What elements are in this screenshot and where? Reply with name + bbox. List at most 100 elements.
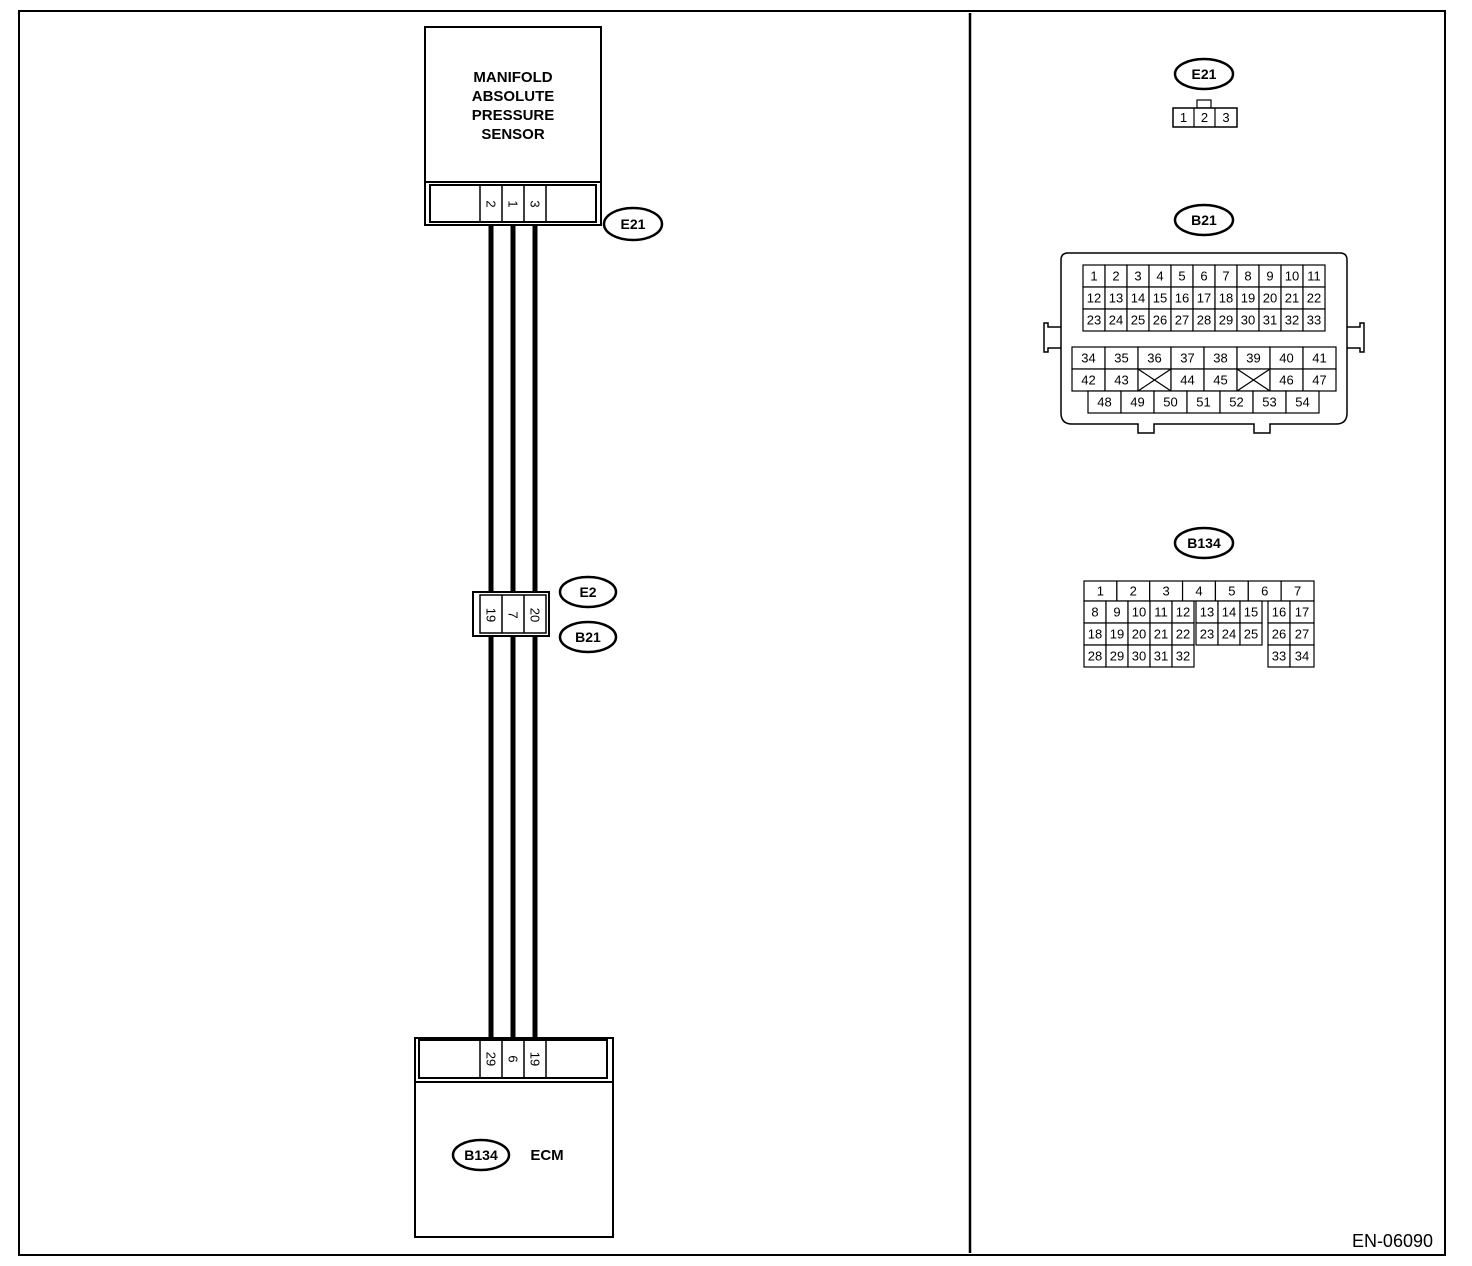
b134-pin-4: 4 xyxy=(1195,584,1202,599)
b134-pin-8: 8 xyxy=(1091,605,1098,620)
e21-view-pin-1: 1 xyxy=(1180,110,1187,125)
b21-pin-19: 19 xyxy=(1241,291,1255,306)
b21-pin-53: 53 xyxy=(1262,395,1276,410)
figure-id: EN-06090 xyxy=(1352,1231,1433,1251)
b134-tag-label: B134 xyxy=(464,1147,498,1163)
b21-pin-23: 23 xyxy=(1087,313,1101,328)
b21-pin-13: 13 xyxy=(1109,291,1123,306)
b134-pin-24: 24 xyxy=(1222,627,1236,642)
b134-pin-16: 16 xyxy=(1272,605,1286,620)
b134-pin-9: 9 xyxy=(1113,605,1120,620)
e21-view-pin-3: 3 xyxy=(1222,110,1229,125)
b21-pin-54-cell xyxy=(1285,390,1320,414)
sensor-pin-2: 2 xyxy=(484,200,499,207)
diagram-frame xyxy=(18,10,1446,1256)
e2-tag-label: E2 xyxy=(579,584,596,600)
b21-pin-27: 27 xyxy=(1175,313,1189,328)
b21-pin-25: 25 xyxy=(1131,313,1145,328)
sensor-pin-3: 3 xyxy=(528,200,543,207)
b21-pin-22: 22 xyxy=(1307,291,1321,306)
b21-pin-50: 50 xyxy=(1163,395,1177,410)
b21-pin-51: 51 xyxy=(1196,395,1210,410)
b21-pin-41: 41 xyxy=(1312,351,1326,366)
junction-pin-19: 19 xyxy=(484,608,499,622)
b134-pin-18: 18 xyxy=(1088,627,1102,642)
b21-pin-33: 33 xyxy=(1307,313,1321,328)
b21-pin-47: 47 xyxy=(1312,373,1326,388)
b134-pin-2: 2 xyxy=(1130,584,1137,599)
b21-pin-48: 48 xyxy=(1097,395,1111,410)
ecm-label: ECM xyxy=(530,1147,563,1164)
b21-pin-32: 32 xyxy=(1285,313,1299,328)
b21-pin-5: 5 xyxy=(1178,269,1185,284)
sensor-pin-1: 1 xyxy=(506,200,521,207)
b134-pin-11: 11 xyxy=(1154,605,1168,620)
ecm-pin-19: 19 xyxy=(528,1052,543,1066)
b134-pin-25: 25 xyxy=(1244,627,1258,642)
b21-pin-11: 11 xyxy=(1307,269,1321,284)
b134-pin-26: 26 xyxy=(1272,627,1286,642)
b134-pin-28: 28 xyxy=(1088,649,1102,664)
b134-pin-32-cell xyxy=(1171,644,1195,668)
b21-pin-12: 12 xyxy=(1087,291,1101,306)
sensor-title-line-3: PRESSURE xyxy=(472,107,555,124)
sensor-connector-inner xyxy=(429,184,597,223)
b21-pin-3: 3 xyxy=(1134,269,1141,284)
b21-pin-46: 46 xyxy=(1279,373,1293,388)
b21-pin-54: 54 xyxy=(1295,395,1309,410)
b134-pin-23: 23 xyxy=(1200,627,1214,642)
b21-connector-tag: B21 xyxy=(558,620,618,654)
b134-pin-19: 19 xyxy=(1110,627,1124,642)
b134-pin-15: 15 xyxy=(1244,605,1258,620)
b134-pin-3: 3 xyxy=(1163,584,1170,599)
b21-pin-37: 37 xyxy=(1180,351,1194,366)
e2-connector-tag: E2 xyxy=(558,575,618,609)
b21-pin-15: 15 xyxy=(1153,291,1167,306)
b21-pin-36: 36 xyxy=(1147,351,1161,366)
b134-pin-34: 34 xyxy=(1295,649,1309,664)
b21-pin-6: 6 xyxy=(1200,269,1207,284)
b21-pin-7: 7 xyxy=(1222,269,1229,284)
ecm-pin-29: 29 xyxy=(484,1052,499,1066)
b134-pin-6: 6 xyxy=(1261,584,1268,599)
b134-pin-1: 1 xyxy=(1097,584,1104,599)
b134-pin-25-cell xyxy=(1239,622,1263,646)
e21-connector-view: E21 1 2 3 xyxy=(1172,57,1238,128)
b21-pin-20: 20 xyxy=(1263,291,1277,306)
b21-pin-49: 49 xyxy=(1130,395,1144,410)
b134-pin-14: 14 xyxy=(1222,605,1236,620)
map-sensor: MANIFOLD ABSOLUTE PRESSURE SENSOR 2 1 3 xyxy=(424,26,602,226)
b21-pin-44: 44 xyxy=(1180,373,1194,388)
b21-pin-40: 40 xyxy=(1279,351,1293,366)
wires-upper xyxy=(488,225,538,592)
b21-pin-35: 35 xyxy=(1114,351,1128,366)
ecm-body xyxy=(414,1037,614,1238)
b21-pin-9: 9 xyxy=(1266,269,1273,284)
b21-pin-17: 17 xyxy=(1197,291,1211,306)
b21-view-label: B21 xyxy=(1191,212,1217,228)
e21-view-label: E21 xyxy=(1192,66,1217,82)
b134-pin-17: 17 xyxy=(1295,605,1309,620)
b21-pin-24: 24 xyxy=(1109,313,1123,328)
b21-pin-28: 28 xyxy=(1197,313,1211,328)
junction-pin-20: 20 xyxy=(528,608,543,622)
sensor-title-line-4: SENSOR xyxy=(481,126,545,143)
b134-pin-34-cell xyxy=(1289,644,1315,668)
e21-tag-label: E21 xyxy=(621,216,646,232)
b21-tag-label: B21 xyxy=(575,629,601,645)
b21-pin-38: 38 xyxy=(1213,351,1227,366)
b21-blank-5-blank-mark xyxy=(1236,368,1271,392)
junction-connector: 19 7 20 xyxy=(472,591,550,637)
b21-pin-4: 4 xyxy=(1156,269,1163,284)
b21-pin-29: 29 xyxy=(1219,313,1233,328)
b21-pin-34: 34 xyxy=(1081,351,1095,366)
b21-pin-33-cell xyxy=(1302,308,1326,332)
b134-pin-7: 7 xyxy=(1294,584,1301,599)
b134-pin-20: 20 xyxy=(1132,627,1146,642)
b21-pin-21: 21 xyxy=(1285,291,1299,306)
junction-pin-7: 7 xyxy=(506,611,521,618)
b21-pin-14: 14 xyxy=(1131,291,1145,306)
